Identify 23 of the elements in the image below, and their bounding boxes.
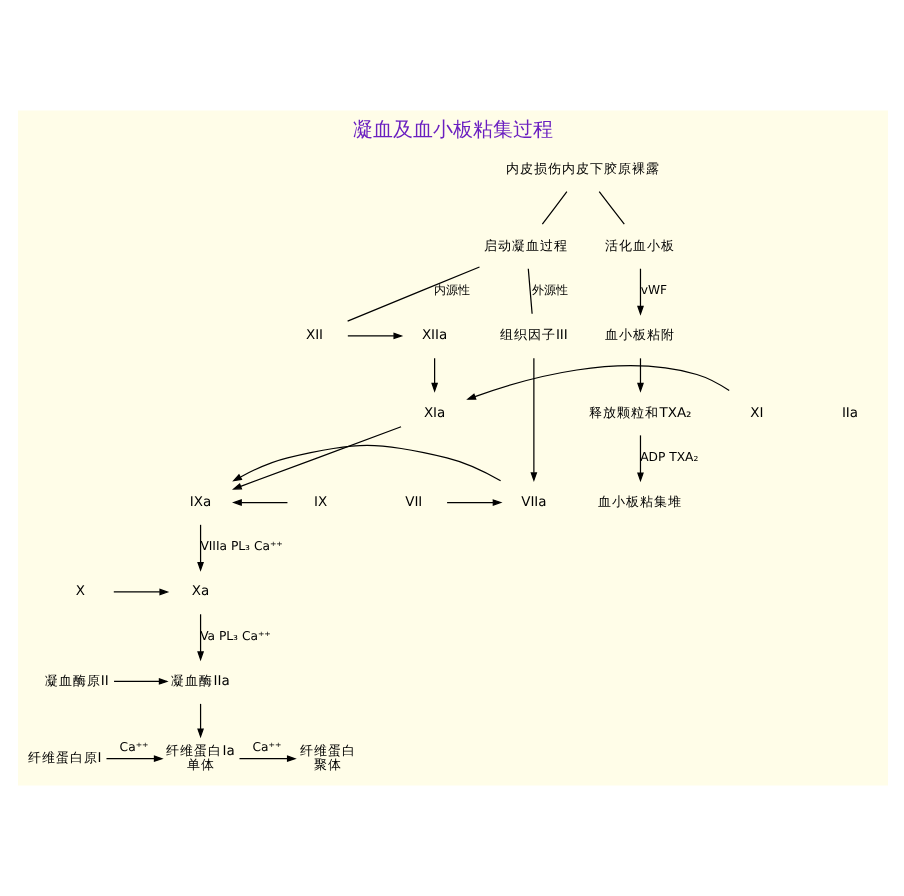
arrow bbox=[196, 524, 203, 572]
connector bbox=[526, 268, 532, 315]
arrow bbox=[465, 365, 729, 400]
arrow bbox=[231, 444, 501, 482]
arrow bbox=[636, 268, 643, 316]
arrow bbox=[346, 332, 403, 340]
arrow bbox=[529, 357, 537, 483]
arrow bbox=[104, 755, 163, 763]
arrow bbox=[445, 499, 502, 506]
connector bbox=[346, 266, 480, 322]
arrow bbox=[112, 678, 168, 685]
arrow bbox=[230, 426, 401, 490]
arrow bbox=[636, 357, 643, 393]
arrow bbox=[196, 703, 203, 739]
diagram-title: 凝血及血小板粘集过程 bbox=[352, 119, 552, 142]
arrow bbox=[430, 357, 438, 393]
arrow bbox=[636, 434, 643, 483]
connector bbox=[597, 191, 624, 225]
connector bbox=[540, 191, 567, 225]
arrow bbox=[237, 755, 296, 763]
arrow bbox=[112, 588, 169, 596]
arrow bbox=[196, 613, 203, 662]
arrow bbox=[231, 499, 288, 506]
